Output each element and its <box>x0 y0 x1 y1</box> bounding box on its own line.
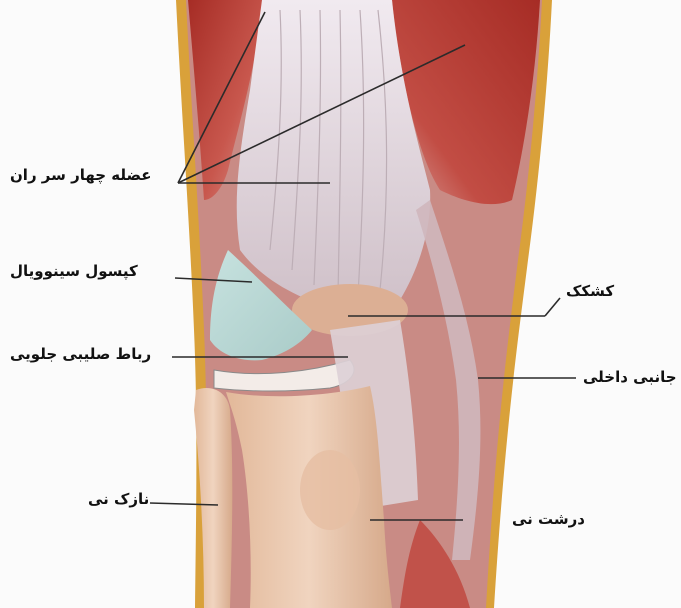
label-anterior-cruciate-ligament: رباط صلیبی جلویی <box>10 345 151 363</box>
label-medial-collateral-ligament: رباط جانبی داخلی <box>583 368 681 386</box>
label-synovial-capsule: کپسول سینوویال <box>10 262 138 280</box>
label-fibula: نازک نی <box>88 490 149 508</box>
label-tibia: درشت نی <box>512 510 585 528</box>
label-patella: کشکک <box>566 282 614 300</box>
label-quadriceps: عضله چهار سر ران <box>10 166 152 184</box>
tibial-tuberosity <box>300 450 360 530</box>
